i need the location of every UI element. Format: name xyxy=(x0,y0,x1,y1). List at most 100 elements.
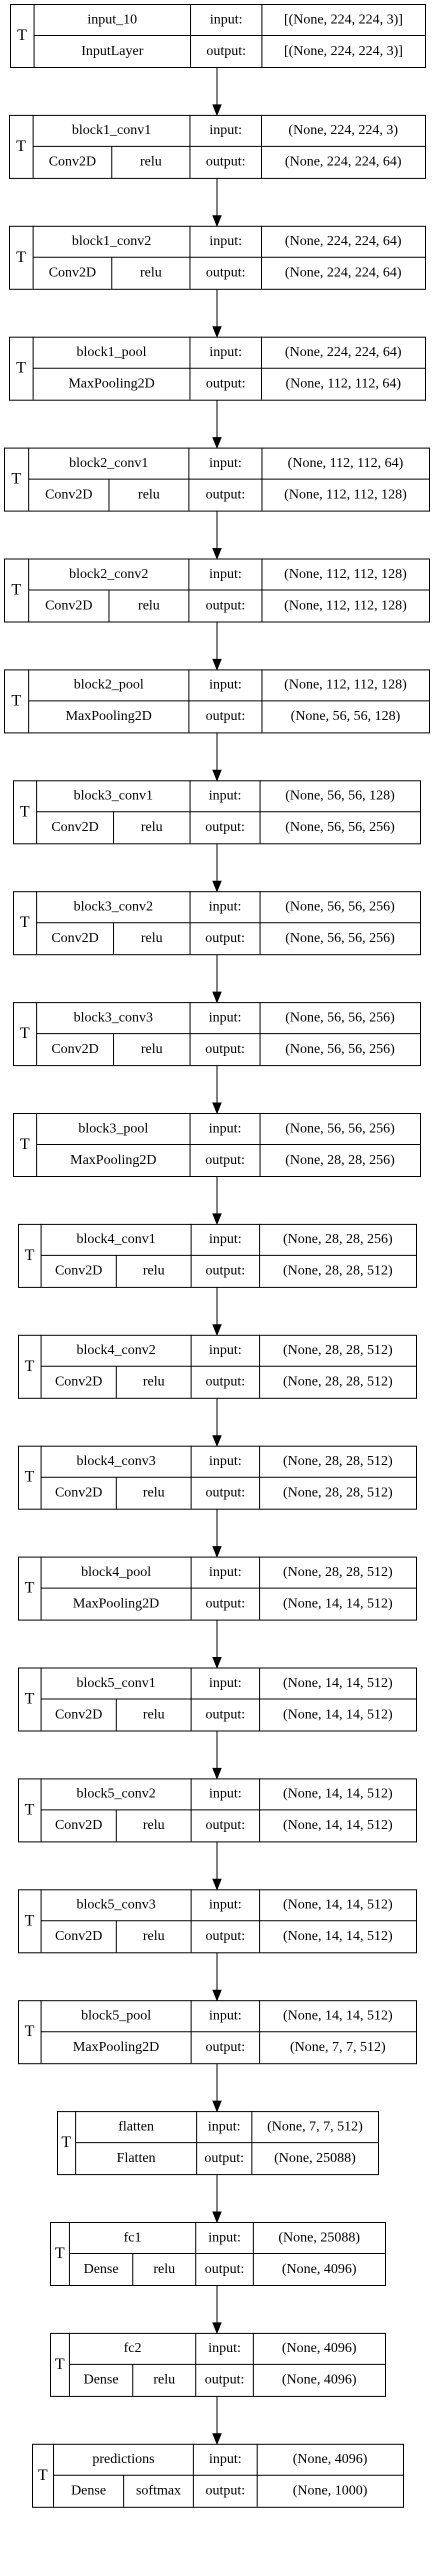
input-label: input: xyxy=(209,1010,242,1025)
layer-activation: relu xyxy=(138,487,160,502)
input-label: input: xyxy=(209,2008,242,2023)
input-label: input: xyxy=(209,1676,242,1691)
output-shape: (None, 7, 7, 512) xyxy=(290,2040,386,2055)
output-label: output: xyxy=(206,1707,246,1722)
trainable-marker: T xyxy=(20,914,30,931)
input-label: input: xyxy=(209,899,242,914)
trainable-marker: T xyxy=(11,471,21,488)
input-shape: (None, 7, 7, 512) xyxy=(267,2119,363,2134)
layer-type: Conv2D xyxy=(51,931,98,946)
trainable-marker: T xyxy=(25,1469,35,1486)
trainable-marker: T xyxy=(38,2467,48,2484)
layer-activation: relu xyxy=(141,820,163,835)
input-shape: (None, 14, 14, 512) xyxy=(283,2008,393,2023)
layer-type: MaxPooling2D xyxy=(73,2040,159,2055)
layer-type: Conv2D xyxy=(55,1375,102,1390)
trainable-marker: T xyxy=(25,1912,35,1929)
layer-name: block5_conv3 xyxy=(76,1898,155,1913)
layer-name: block4_conv1 xyxy=(76,1232,155,1247)
layer-type: Conv2D xyxy=(51,1042,98,1057)
input-label: input: xyxy=(209,1787,242,1802)
trainable-marker: T xyxy=(20,1136,30,1153)
input-shape: (None, 28, 28, 512) xyxy=(283,1343,393,1358)
layer-name: block5_pool xyxy=(81,2008,151,2023)
layer-node-block2-pool: Tblock2_poolMaxPooling2Dinput:output:(No… xyxy=(4,669,430,734)
output-label: output: xyxy=(205,2262,245,2277)
layer-activation: relu xyxy=(138,598,160,613)
input-shape: (None, 56, 56, 256) xyxy=(285,1010,395,1025)
connection-arrow xyxy=(212,288,222,339)
input-shape: (None, 56, 56, 256) xyxy=(285,899,395,914)
layer-type: MaxPooling2D xyxy=(68,376,154,391)
connection-arrow xyxy=(212,2285,222,2335)
output-shape: (None, 56, 56, 256) xyxy=(285,931,395,946)
connection-arrow xyxy=(212,1286,222,1337)
input-shape: (None, 4096) xyxy=(293,2452,368,2467)
layer-type: Conv2D xyxy=(51,820,98,835)
input-label: input: xyxy=(209,1121,242,1136)
output-shape: [(None, 224, 224, 3)] xyxy=(284,44,403,59)
output-shape: (None, 1000) xyxy=(293,2484,368,2499)
output-label: output: xyxy=(206,266,246,281)
input-label: input: xyxy=(209,1232,242,1247)
input-label: input: xyxy=(209,678,242,693)
layer-name: predictions xyxy=(92,2452,154,2467)
layer-type: Conv2D xyxy=(49,155,96,170)
trainable-marker: T xyxy=(17,27,27,44)
layer-type: InputLayer xyxy=(81,44,144,59)
output-label: output: xyxy=(206,1375,246,1390)
output-label: output: xyxy=(205,2373,245,2388)
trainable-marker: T xyxy=(16,138,26,155)
connection-arrow xyxy=(212,1176,222,1226)
input-shape: (None, 25088) xyxy=(278,2230,360,2245)
input-shape: (None, 112, 112, 64) xyxy=(288,456,404,471)
input-shape: [(None, 224, 224, 3)] xyxy=(284,12,403,27)
connection-arrow xyxy=(212,954,222,1004)
layer-type: Dense xyxy=(84,2373,119,2388)
layer-name: input_10 xyxy=(87,12,137,27)
layer-name: block3_conv1 xyxy=(74,789,153,804)
layer-name: block5_conv1 xyxy=(76,1676,155,1691)
layer-node-block5-pool: Tblock5_poolMaxPooling2Dinput:output:(No… xyxy=(18,2000,417,2065)
output-label: output: xyxy=(206,709,246,724)
output-label: output: xyxy=(206,376,246,391)
output-label: output: xyxy=(205,820,245,835)
input-shape: (None, 112, 112, 128) xyxy=(284,567,407,582)
connection-arrow xyxy=(212,1397,222,1448)
trainable-marker: T xyxy=(25,1801,35,1818)
connection-arrow xyxy=(212,1730,222,1780)
layer-type: Conv2D xyxy=(45,598,92,613)
layer-node-input-10: Tinput_10InputLayerinput:output:[(None, … xyxy=(10,4,426,68)
output-shape: (None, 112, 112, 64) xyxy=(285,376,401,391)
output-label: output: xyxy=(205,1153,245,1168)
connection-arrow xyxy=(212,2063,222,2113)
output-shape: (None, 224, 224, 64) xyxy=(285,266,402,281)
input-shape: (None, 28, 28, 256) xyxy=(283,1232,393,1247)
output-shape: (None, 112, 112, 128) xyxy=(284,598,407,613)
output-label: output: xyxy=(206,1264,246,1279)
input-shape: (None, 56, 56, 256) xyxy=(285,1121,395,1136)
output-label: output: xyxy=(206,1818,246,1833)
layer-type: Conv2D xyxy=(55,1929,102,1944)
output-label: output: xyxy=(206,44,246,59)
trainable-marker: T xyxy=(16,360,26,377)
input-shape: (None, 4096) xyxy=(282,2341,357,2356)
output-shape: (None, 28, 28, 256) xyxy=(285,1153,395,1168)
layer-name: block3_conv3 xyxy=(74,1010,153,1025)
connection-arrow xyxy=(212,1619,222,1669)
layer-type: Conv2D xyxy=(55,1264,102,1279)
input-shape: (None, 224, 224, 64) xyxy=(285,234,402,249)
layer-name: block5_conv2 xyxy=(76,1787,155,1802)
connection-arrow xyxy=(212,1841,222,1891)
layer-name: block4_conv3 xyxy=(76,1454,155,1469)
output-shape: (None, 224, 224, 64) xyxy=(285,155,402,170)
trainable-marker: T xyxy=(25,1580,35,1597)
